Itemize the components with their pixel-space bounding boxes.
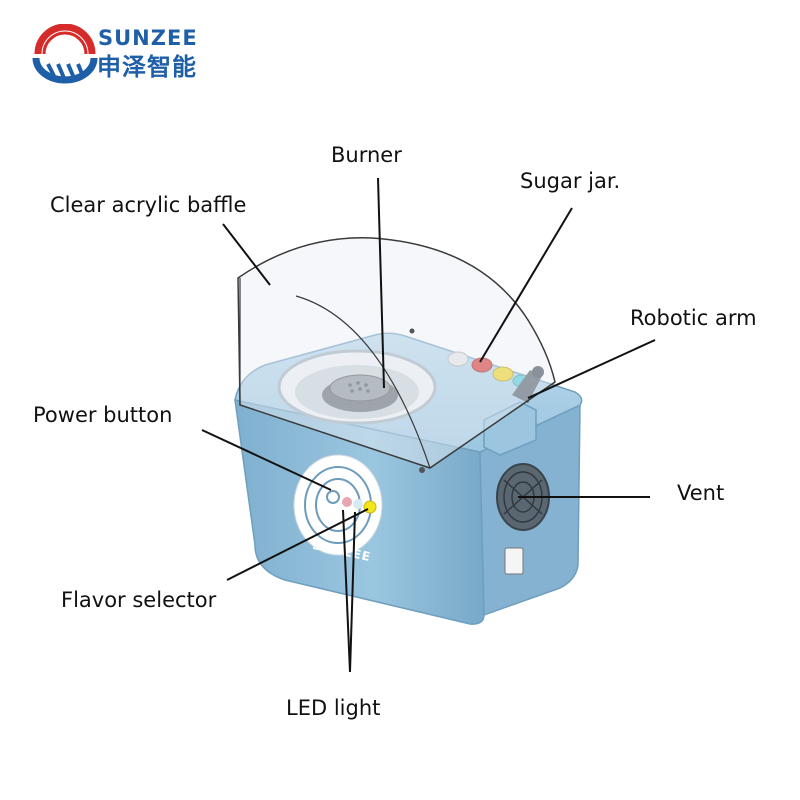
logo-wordmark-zh: 申泽智能 [97, 53, 197, 81]
leader-led-2 [349, 511, 356, 673]
leader-power-button [201, 429, 332, 491]
control-panel [293, 454, 383, 556]
jar-yellow [492, 366, 514, 382]
robotic-arm-base [483, 401, 537, 456]
acrylic-baffle [237, 237, 556, 469]
leader-led-1 [342, 509, 351, 673]
label-led-light: LED light [286, 696, 381, 720]
leader-baffle [222, 223, 271, 286]
power-button-icon [326, 490, 340, 504]
logo-wordmark-en: SUNZEE [98, 26, 198, 50]
label-burner: Burner [331, 143, 402, 167]
leader-sugar-jar [479, 207, 573, 363]
leader-flavor-selector [226, 508, 369, 581]
label-flavor-selector: Flavor selector [61, 588, 217, 612]
label-baffle: Clear acrylic baffle [50, 193, 247, 217]
led-light-blue [353, 499, 363, 509]
robotic-arm [512, 370, 542, 403]
led-pink [342, 497, 352, 507]
power-socket [504, 547, 524, 575]
leader-burner [377, 177, 385, 389]
jar-white [447, 351, 469, 367]
label-sugar-jar: Sugar jar. [520, 169, 621, 193]
burner-holes [348, 381, 370, 393]
label-robotic-arm: Robotic arm [630, 306, 757, 330]
label-vent: Vent [677, 481, 725, 505]
leader-robotic-arm [527, 339, 656, 399]
sunzee-logo-icon [32, 24, 98, 84]
label-power-button: Power button [33, 403, 173, 427]
